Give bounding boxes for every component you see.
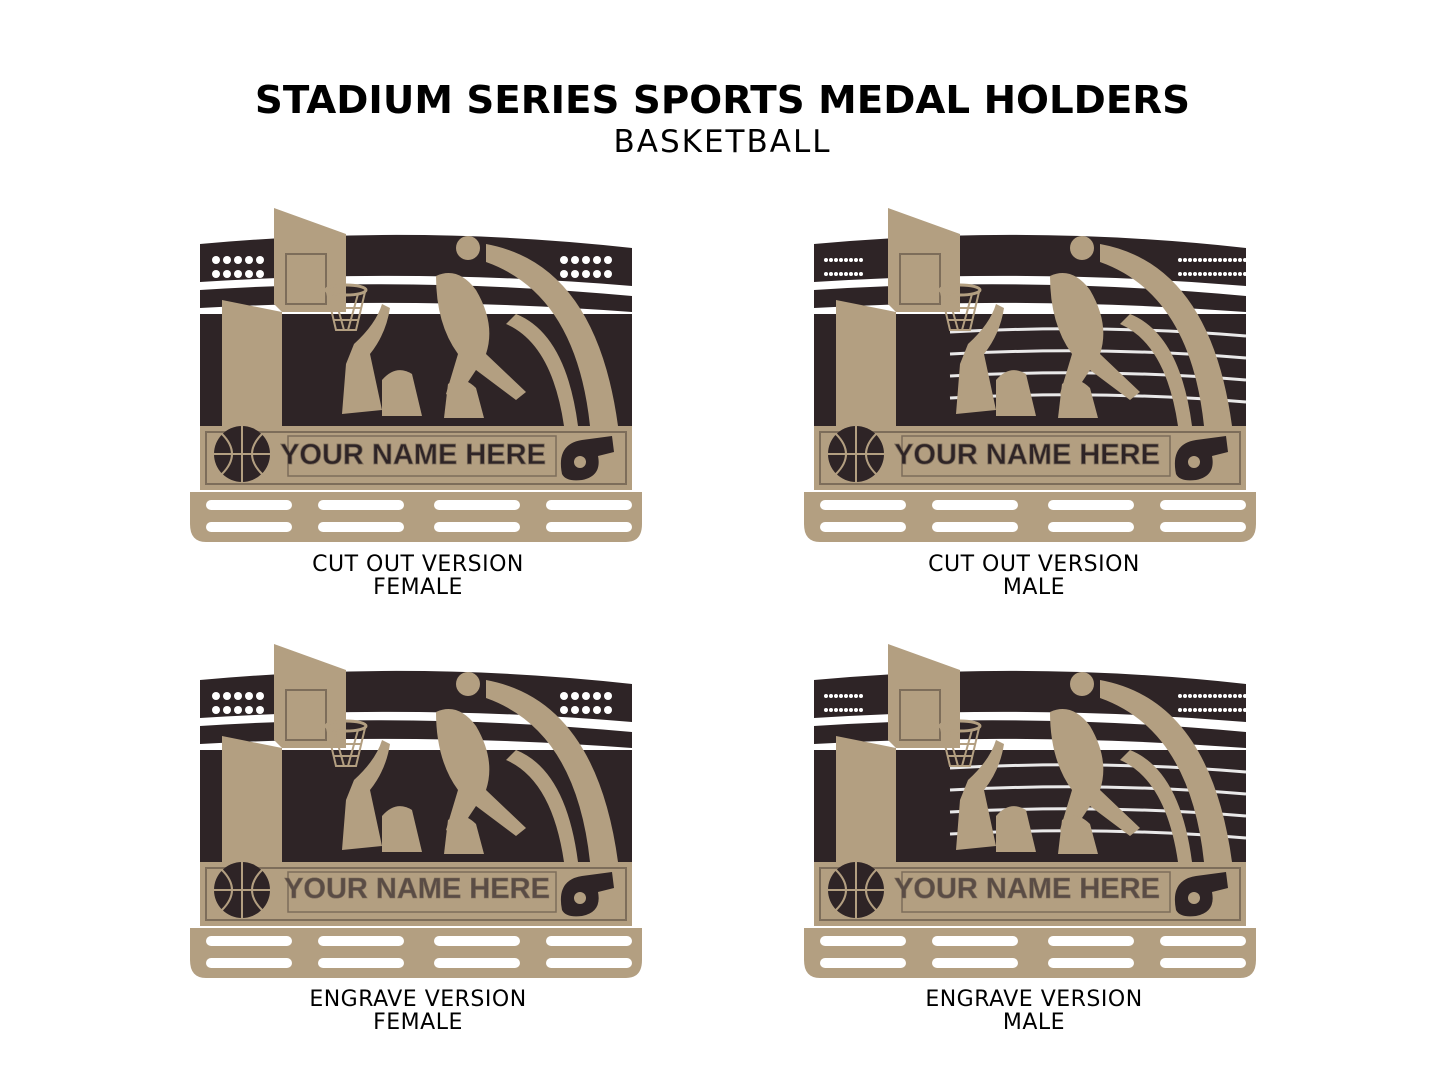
backboard-square [899, 689, 941, 741]
hoop-post [836, 736, 896, 862]
backboard [888, 208, 960, 312]
caption-line-gender: MALE [1002, 1010, 1066, 1035]
basketball-net-icon [938, 719, 982, 767]
medal-slots [206, 936, 632, 968]
name-plate-text: YOUR NAME HERE [280, 439, 546, 471]
whistle-icon [560, 436, 614, 481]
medal-holder-cutout-female: YOUR NAME HERE [186, 204, 646, 544]
medal-hanger-bar [804, 492, 1256, 542]
basketball-net-icon [938, 283, 982, 331]
caption-line-version: CUT OUT VERSION [312, 552, 524, 577]
whistle-icon [1174, 872, 1228, 917]
basketball-net-icon [324, 719, 368, 767]
backboard [888, 644, 960, 748]
name-plate-border [205, 867, 627, 921]
scoreboard-lights [212, 256, 612, 278]
name-plate-border [205, 431, 627, 485]
hoop-post [222, 300, 282, 426]
basketball-icon [828, 426, 884, 482]
scoreboard-lights [212, 692, 612, 714]
page-subtitle: BASKETBALL [613, 124, 832, 160]
caption-engrave-female: ENGRAVE VERSION FEMALE [188, 988, 648, 1034]
caption-line-gender: FEMALE [373, 1010, 463, 1035]
name-plate-panel [901, 435, 1171, 477]
arch-swoosh-inner [506, 314, 578, 426]
basketball-icon [214, 426, 270, 482]
caption-line-version: ENGRAVE VERSION [309, 987, 527, 1012]
name-plate-panel [901, 871, 1171, 913]
backboard-square [285, 689, 327, 741]
medal-hanger-bar [190, 492, 642, 542]
arch-swoosh [486, 244, 618, 426]
medal-hanger-bar [804, 928, 1256, 978]
caption-line-version: CUT OUT VERSION [928, 552, 1140, 577]
caption-cutout-male: CUT OUT VERSION MALE [804, 553, 1264, 599]
backboard [274, 208, 346, 312]
medal-slots [820, 936, 1246, 968]
arch-swoosh-inner [1120, 750, 1192, 862]
whistle-icon [1174, 436, 1228, 481]
caption-line-gender: FEMALE [373, 575, 463, 600]
basketball-icon [214, 862, 270, 918]
medal-hanger-bar [190, 928, 642, 978]
medal-holder-image: YOUR NAME HERE [190, 644, 642, 978]
caption-line-version: ENGRAVE VERSION [925, 987, 1143, 1012]
name-plate-text: YOUR NAME HERE [284, 873, 550, 905]
medal-holder-art [804, 644, 1257, 978]
arch-swoosh [1100, 244, 1232, 426]
medal-holder-art [190, 644, 642, 978]
medal-holder-cutout-male: YOUR NAME HERE [800, 204, 1260, 544]
name-plate-border [819, 867, 1241, 921]
name-plate-text: YOUR NAME HERE [894, 873, 1160, 905]
arch-swoosh [1100, 680, 1232, 862]
caption-engrave-male: ENGRAVE VERSION MALE [804, 988, 1264, 1034]
hoop-post [836, 300, 896, 426]
hoop-post [222, 736, 282, 862]
name-plate-border [819, 431, 1241, 485]
scoreboard-lights [824, 258, 1257, 276]
medal-holder-art [804, 208, 1257, 542]
arch-swoosh-inner [1120, 314, 1192, 426]
backboard-square [285, 253, 327, 305]
medal-holder-image: YOUR NAME HERE [804, 208, 1257, 542]
arch-swoosh [486, 680, 618, 862]
arch-swoosh-inner [506, 750, 578, 862]
name-plate-panel [287, 871, 557, 913]
page-title: STADIUM SERIES SPORTS MEDAL HOLDERS [254, 78, 1191, 122]
name-plate-panel [287, 435, 557, 477]
medal-holder-image: YOUR NAME HERE [804, 644, 1257, 978]
scoreboard-lights [824, 694, 1257, 712]
players-silhouette [956, 236, 1140, 418]
medal-holder-image: YOUR NAME HERE [190, 208, 642, 542]
caption-line-gender: MALE [1002, 575, 1066, 600]
players-silhouette [342, 672, 526, 854]
backboard-square [899, 253, 941, 305]
medal-holder-engrave-female: YOUR NAME HERE [186, 640, 646, 980]
basketball-icon [828, 862, 884, 918]
medal-holder-engrave-male: YOUR NAME HERE [800, 640, 1260, 980]
name-plate-text: YOUR NAME HERE [894, 439, 1160, 471]
whistle-icon [560, 872, 614, 917]
players-silhouette [956, 672, 1140, 854]
medal-slots [820, 500, 1246, 532]
caption-cutout-female: CUT OUT VERSION FEMALE [188, 553, 648, 599]
medal-slots [206, 500, 632, 532]
basketball-net-icon [324, 283, 368, 331]
players-silhouette [342, 236, 526, 418]
backboard [274, 644, 346, 748]
medal-holder-art [190, 208, 642, 542]
